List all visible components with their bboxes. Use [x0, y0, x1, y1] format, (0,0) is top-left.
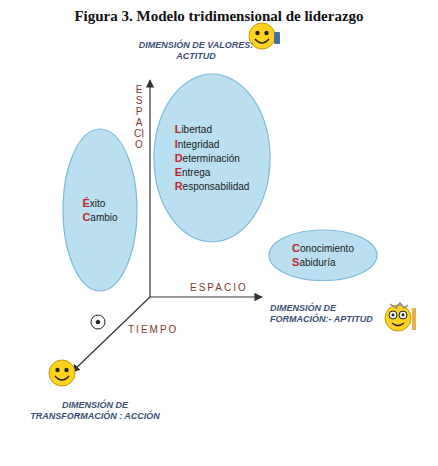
dimension-label: DIMENSIÓN DE TRANSFORMACIÓN : ACCIÓN — [30, 400, 160, 423]
dimension-label: DIMENSIÓN DE FORMACIÓN:- APTITUD — [270, 303, 380, 326]
axis-label: ESPACIO — [134, 84, 144, 150]
ellipse-text: Éxito Cambio — [82, 196, 117, 225]
smiley-icon — [49, 360, 75, 386]
ellipse-text: Libertad Integridad Determinación Entreg… — [175, 122, 250, 193]
dimension-label: DIMENSIÓN DE VALORES: ACTITUD — [138, 40, 254, 63]
ellipse-node: Éxito Cambio — [62, 128, 138, 292]
smiley-glasses-icon — [385, 303, 416, 331]
soccer-ball — [91, 315, 105, 329]
ellipse-outline — [62, 128, 138, 292]
figure-title: Figura 3. Modelo tridimensional de lider… — [0, 8, 438, 25]
axis-label: ESPACIO — [190, 282, 270, 295]
ellipse-node: Libertad Integridad Determinación Entreg… — [153, 73, 271, 243]
ellipse-outline — [268, 229, 378, 282]
axis-label: TIEMPO — [128, 324, 198, 337]
vertical-axis — [149, 80, 150, 297]
ellipse-text: Conocimiento Sabiduría — [292, 241, 354, 270]
horizontal-axis — [150, 296, 262, 297]
smiley-icon — [249, 23, 280, 49]
ellipse-node: Conocimiento Sabiduría — [268, 229, 378, 282]
